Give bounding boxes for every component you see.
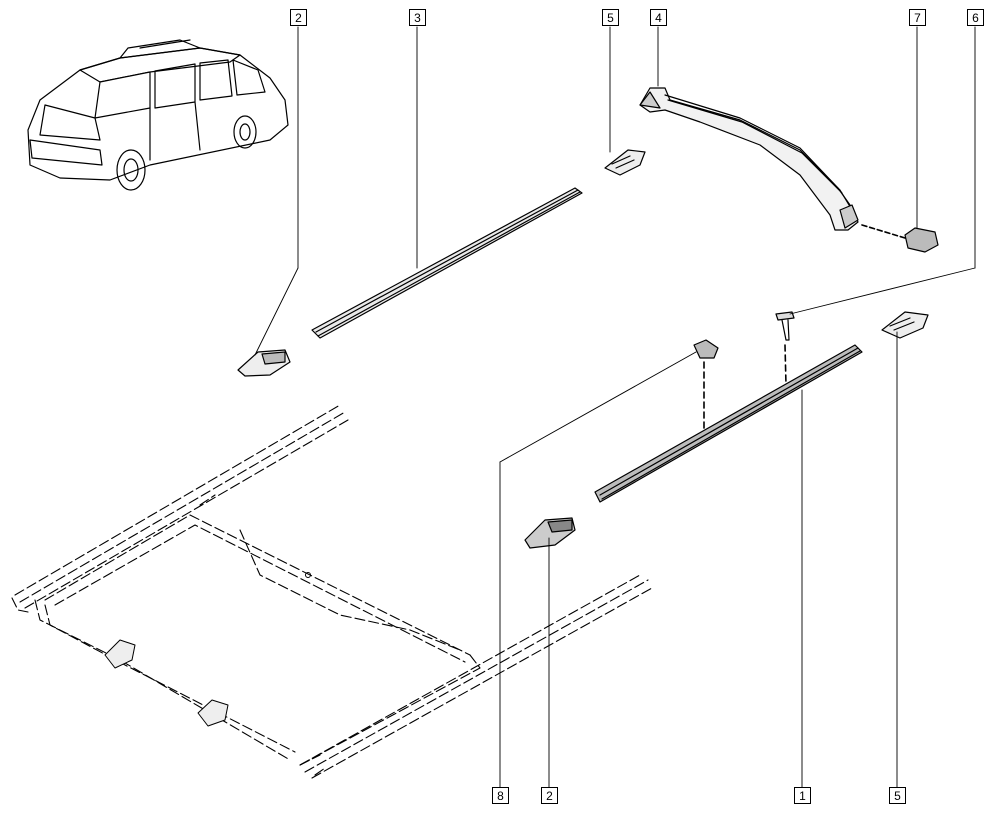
part-4-crossbar bbox=[639, 87, 859, 231]
callout-2-top: 2 bbox=[290, 9, 307, 26]
part-2-end-cap-lower bbox=[524, 517, 576, 549]
part-5-clip-lower bbox=[881, 311, 929, 339]
callout-5-top: 5 bbox=[602, 9, 619, 26]
callout-8-bottom: 8 bbox=[492, 787, 509, 804]
part-5-clip-upper bbox=[604, 149, 646, 176]
callout-1-bottom: 1 bbox=[794, 787, 811, 804]
callout-3-top: 3 bbox=[409, 9, 426, 26]
callout-2-bottom: 2 bbox=[541, 787, 558, 804]
vehicle-illustration bbox=[27, 39, 289, 191]
callout-4-top: 4 bbox=[650, 9, 667, 26]
callout-6-top: 6 bbox=[967, 9, 984, 26]
part-6-screw bbox=[775, 311, 795, 386]
part-2-end-cap-upper bbox=[237, 349, 291, 377]
roof-frame-phantom bbox=[11, 404, 653, 779]
leader-lines bbox=[254, 26, 976, 788]
part-8-stud bbox=[693, 339, 719, 431]
callout-7-top: 7 bbox=[909, 9, 926, 26]
part-7-fixing-clip bbox=[861, 224, 939, 253]
part-1-roof-rail-lower bbox=[594, 344, 863, 503]
part-3-roof-rail bbox=[311, 187, 583, 339]
callout-5-bottom: 5 bbox=[889, 787, 906, 804]
